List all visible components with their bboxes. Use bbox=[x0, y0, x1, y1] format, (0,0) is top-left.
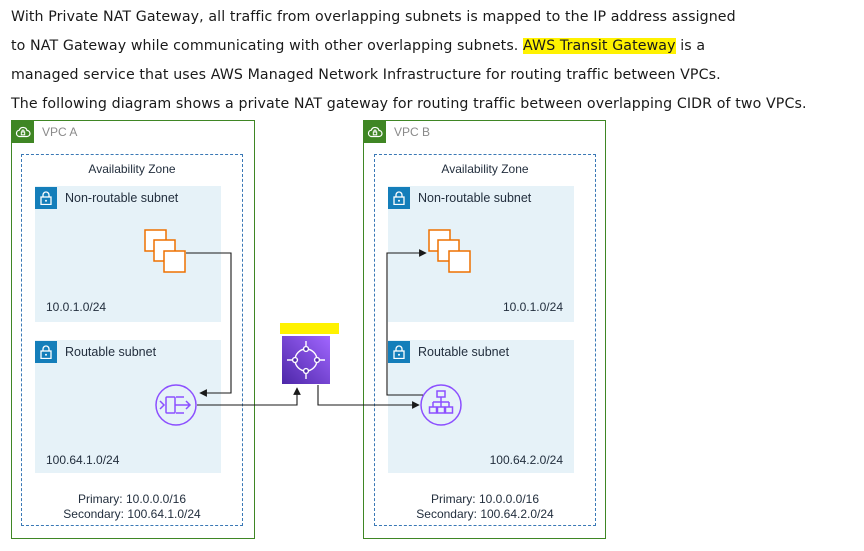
load-balancer-icon bbox=[420, 384, 462, 426]
vpc-a-availability-zone: Availability Zone Non-routable subnet 10… bbox=[21, 154, 243, 526]
vpc-b-non-routable-subnet: Non-routable subnet 10.0.1.0/24 bbox=[388, 186, 574, 322]
padlock-icon bbox=[388, 341, 410, 363]
vpc-cloud-icon bbox=[12, 121, 34, 143]
vpc-b-az-label: Availability Zone bbox=[441, 162, 529, 176]
vpc-a-primary-cidr: Primary: 10.0.0.0/16 bbox=[77, 492, 187, 506]
connector-ec2-to-nat bbox=[186, 252, 232, 397]
intro-line-2-end: is a bbox=[675, 38, 706, 54]
transit-gateway-icon bbox=[282, 336, 330, 384]
intro-line-4: The following diagram shows a private NA… bbox=[11, 96, 807, 112]
vpc-a-az-label: Availability Zone bbox=[88, 162, 176, 176]
vpc-a-secondary-cidr: Secondary: 100.64.1.0/24 bbox=[63, 507, 201, 521]
connector-nat-to-transit-gateway bbox=[197, 387, 301, 406]
vpc-a-cidr-footer: Primary: 10.0.0.0/16 Secondary: 100.64.1… bbox=[22, 492, 242, 522]
vpc-a: VPC A Availability Zone Non-routable sub… bbox=[11, 120, 255, 539]
padlock-icon bbox=[35, 187, 57, 209]
highlighted-term: AWS Transit Gateway bbox=[523, 38, 676, 54]
vpc-b-non-routable-cidr: 10.0.1.0/24 bbox=[502, 300, 563, 314]
ec2-instances-icon bbox=[144, 229, 186, 273]
ec2-instances-icon bbox=[428, 229, 471, 273]
intro-line-2-start: to NAT Gateway while communicating with … bbox=[11, 38, 524, 54]
vpc-a-routable-cidr: 100.64.1.0/24 bbox=[46, 453, 120, 467]
vpc-a-routable-subnet: Routable subnet 100.64.1.0/24 bbox=[35, 340, 221, 473]
padlock-icon bbox=[388, 187, 410, 209]
nat-gateway-icon bbox=[155, 384, 197, 426]
vpc-b: VPC B Availability Zone Non-routable sub… bbox=[363, 120, 606, 539]
vpc-b-primary-cidr: Primary: 10.0.0.0/16 bbox=[430, 492, 540, 506]
vpc-cloud-icon bbox=[364, 121, 386, 143]
vpc-b-header: VPC B bbox=[364, 121, 430, 143]
intro-line-2: to NAT Gateway while communicating with … bbox=[11, 32, 705, 61]
vpc-a-non-routable-subnet: Non-routable subnet 10.0.1.0/24 bbox=[35, 186, 221, 322]
vpc-a-header: VPC A bbox=[12, 121, 77, 143]
vpc-b-non-routable-label: Non-routable subnet bbox=[418, 191, 532, 205]
vpc-b-routable-cidr: 100.64.2.0/24 bbox=[489, 453, 563, 467]
connector-load-balancer-to-ec2 bbox=[386, 249, 427, 396]
vpc-a-non-routable-label: Non-routable subnet bbox=[65, 191, 179, 205]
intro-line-3: managed service that uses AWS Managed Ne… bbox=[11, 67, 721, 83]
connector-transit-gateway-to-load-balancer bbox=[317, 385, 420, 409]
padlock-icon bbox=[35, 341, 57, 363]
intro-line-1: With Private NAT Gateway, all traffic fr… bbox=[11, 9, 736, 25]
transit-gateway-highlight bbox=[280, 323, 339, 334]
vpc-a-label: VPC A bbox=[42, 125, 78, 139]
vpc-a-routable-label: Routable subnet bbox=[65, 345, 157, 359]
vpc-b-cidr-footer: Primary: 10.0.0.0/16 Secondary: 100.64.2… bbox=[375, 492, 595, 522]
vpc-a-non-routable-cidr: 10.0.1.0/24 bbox=[46, 300, 107, 314]
vpc-b-secondary-cidr: Secondary: 100.64.2.0/24 bbox=[416, 507, 554, 521]
vpc-b-availability-zone: Availability Zone Non-routable subnet 10… bbox=[374, 154, 596, 526]
vpc-b-label: VPC B bbox=[394, 125, 431, 139]
vpc-b-routable-label: Routable subnet bbox=[418, 345, 510, 359]
